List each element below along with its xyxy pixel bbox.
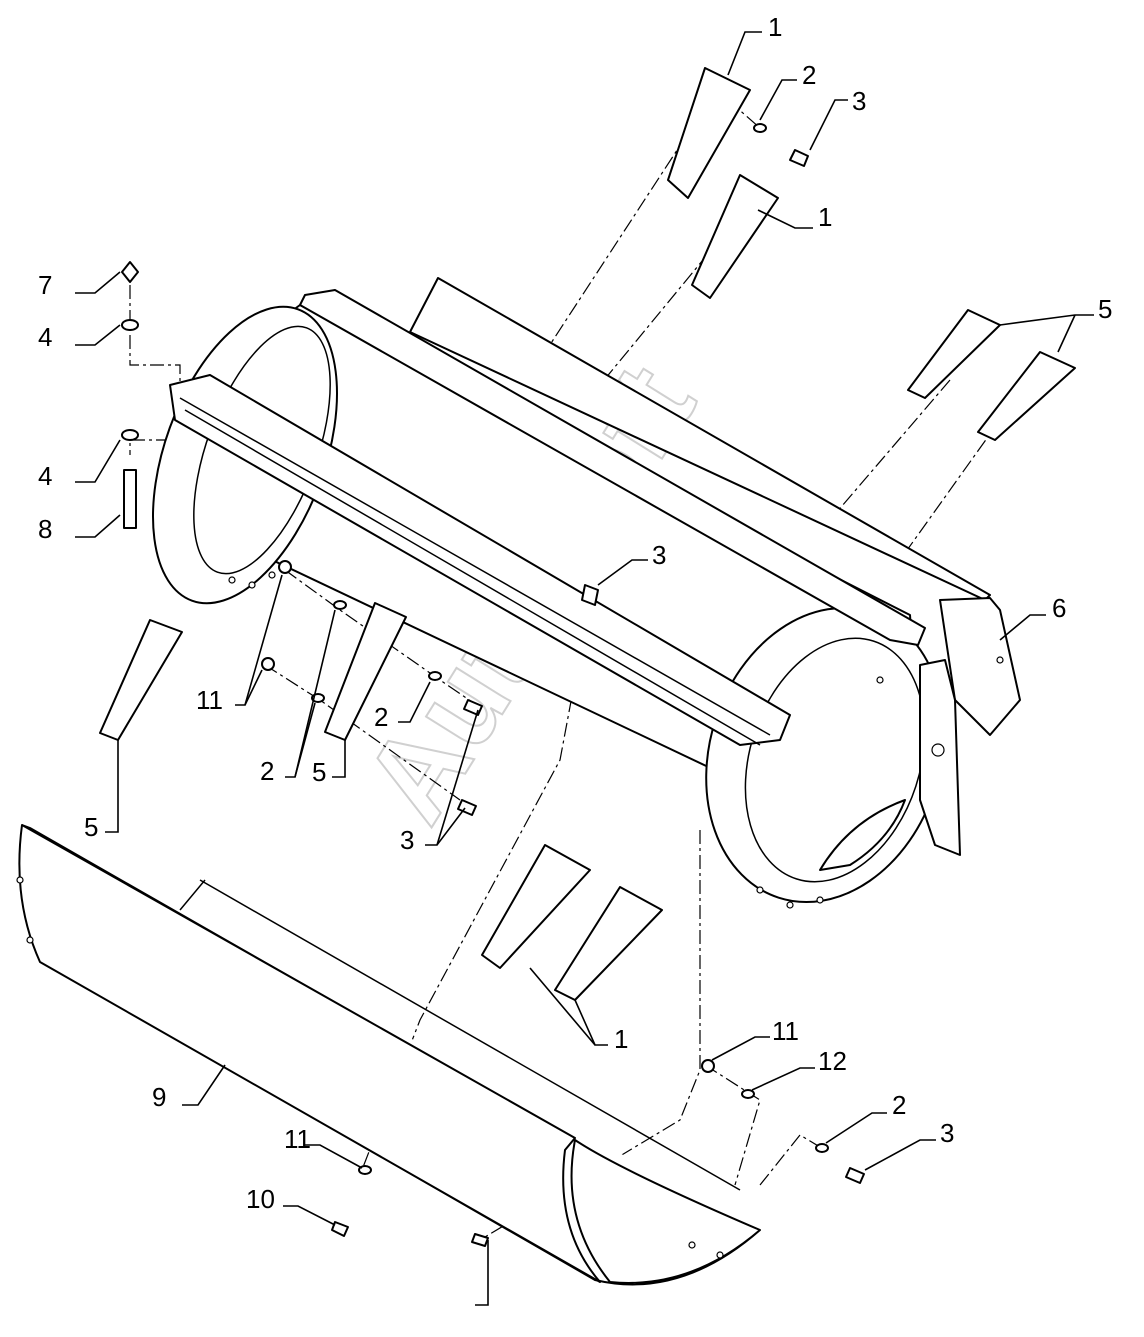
callout-1: 1 — [614, 1024, 628, 1054]
callout-1: 1 — [818, 202, 832, 232]
callout-2: 2 — [892, 1090, 906, 1120]
callout-11: 11 — [196, 685, 223, 715]
callout-5: 5 — [1098, 294, 1112, 324]
callout-6: 6 — [1052, 593, 1066, 623]
callout-4: 4 — [38, 461, 52, 491]
callout-7: 7 — [38, 270, 52, 300]
callout-11: 10 — [246, 1184, 275, 1214]
callout-1: 1 — [768, 12, 782, 42]
callout-2: 2 — [802, 60, 816, 90]
callout-2: 2 — [260, 756, 274, 786]
callout-3: 3 — [852, 86, 866, 116]
callout-5: 5 — [84, 812, 98, 842]
callout-4: 4 — [38, 322, 52, 352]
bottom-cover-sheet — [16, 824, 761, 1286]
callout-8: 8 — [38, 514, 52, 544]
callout-12: 12 — [818, 1046, 847, 1076]
callout-labels: 1 2 3 1 7 4 5 4 8 3 6 11 2 2 5 5 3 1 11 … — [38, 12, 1112, 1214]
leader-lines — [75, 31, 1094, 1306]
flap-plates — [99, 67, 1076, 1001]
callout-9: 9 — [152, 1082, 166, 1112]
callout-5: 5 — [312, 757, 326, 787]
callout-11: 11 — [772, 1016, 799, 1046]
callout-3: 3 — [400, 825, 414, 855]
callout-3: 3 — [940, 1118, 954, 1148]
callout-3: 3 — [652, 540, 666, 570]
callout-2: 2 — [374, 702, 388, 732]
callout-2: 11 — [284, 1124, 311, 1154]
drum-housing — [152, 277, 1021, 909]
